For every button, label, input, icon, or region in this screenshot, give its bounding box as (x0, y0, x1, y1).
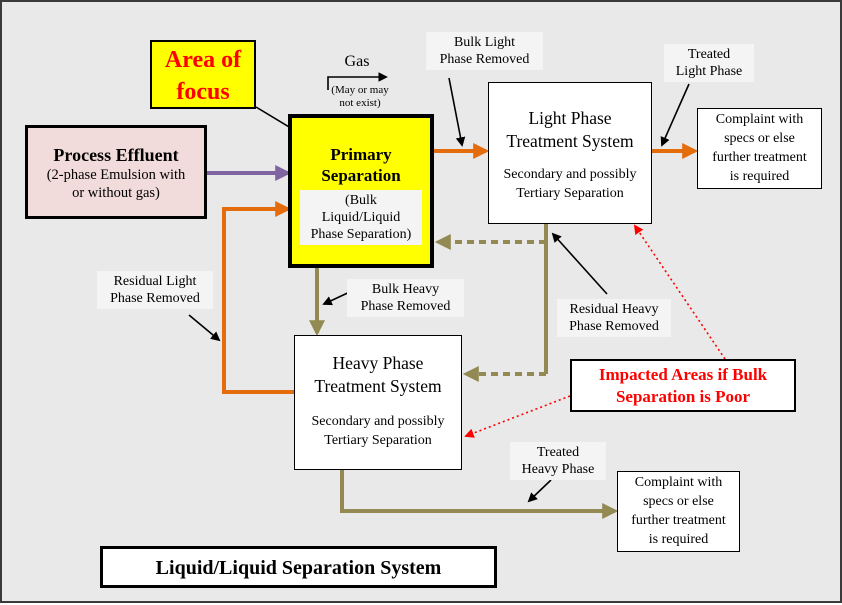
residual-heavy-label-2: Phase Removed (569, 319, 659, 334)
bulk-light-label: Bulk Light Phase Removed (426, 32, 543, 70)
gas-label: Gas (344, 53, 370, 70)
area-of-focus-box: Area of focus (150, 40, 256, 109)
treated-heavy-label-2: Heavy Phase (521, 462, 595, 477)
residual-light-flow-arrow (222, 201, 294, 394)
bulk-heavy-label-1: Bulk Heavy (371, 282, 440, 297)
impacted-light-pointer-arrow (633, 224, 726, 360)
primary-separation-title-1: Primary (330, 145, 392, 164)
gas-arrow (327, 72, 388, 90)
process-effluent-box: Process Effluent (2-phase Emulsion with … (25, 125, 207, 219)
complaint-top-line-1: Complaint with (715, 112, 804, 127)
residual-heavy-label: Residual Heavy Phase Removed (557, 299, 671, 337)
complaint-top-line-4: is required (729, 169, 790, 184)
impacted-areas-line-2: Separation is Poor (615, 387, 751, 406)
heavy-phase-treatment-box: Heavy Phase Treatment System Secondary a… (294, 335, 462, 470)
diagram-title-box: Liquid/Liquid Separation System (100, 546, 497, 588)
light-phase-title-2: Treatment System (506, 131, 634, 151)
complaint-bottom-line-3: further treatment (631, 513, 726, 528)
residual-light-pointer-arrow (188, 314, 221, 342)
primary-separation-sub-1: (Bulk (345, 193, 377, 208)
primary-separation-sub: (Bulk Liquid/Liquid Phase Separation) (300, 190, 422, 245)
complaint-bottom-line-2: specs or else (643, 494, 714, 509)
process-effluent-subtitle-1: (2-phase Emulsion with (46, 167, 186, 183)
bulk-light-label-1: Bulk Light (453, 35, 516, 50)
heavy-phase-title-2: Treatment System (314, 376, 442, 396)
light-phase-sub-1: Secondary and possibly (503, 167, 637, 182)
area-of-focus-line-1: Area of (164, 47, 242, 73)
bulk-light-label-2: Phase Removed (439, 52, 530, 67)
complaint-top-box: Complaint with specs or else further tre… (697, 108, 822, 189)
bulk-heavy-label-2: Phase Removed (360, 299, 451, 314)
complaint-top-line-2: specs or else (724, 131, 795, 146)
diagram-title: Liquid/Liquid Separation System (155, 557, 442, 579)
complaint-bottom-line-1: Complaint with (634, 475, 723, 490)
treated-light-label-2: Light Phase (675, 64, 743, 79)
impacted-areas-box: Impacted Areas if Bulk Separation is Poo… (570, 359, 796, 412)
residual-light-label-2: Phase Removed (110, 291, 200, 306)
treated-light-label: Treated Light Phase (664, 44, 754, 82)
bulk-light-pointer-arrow (448, 77, 466, 147)
treated-heavy-pointer-arrow (527, 479, 552, 503)
complaint-top-line-3: further treatment (712, 150, 807, 165)
primary-separation-sub-2: Liquid/Liquid (321, 210, 401, 225)
impacted-areas-line-1: Impacted Areas if Bulk (598, 365, 768, 384)
light-phase-sub-2: Tertiary Separation (516, 186, 624, 201)
gas-note: (May or may not exist) (320, 84, 400, 110)
treated-light-label-1: Treated (687, 47, 731, 62)
complaint-bottom-box: Complaint with specs or else further tre… (617, 471, 740, 552)
heavy-phase-sub-2: Tertiary Separation (324, 433, 432, 448)
treated-heavy-label: Treated Heavy Phase (510, 442, 606, 480)
light-phase-title-1: Light Phase (528, 108, 612, 128)
complaint-bottom-line-4: is required (648, 532, 709, 547)
gas-note-line-2: not exist) (339, 97, 381, 109)
process-effluent-title: Process Effluent (53, 145, 179, 165)
residual-heavy-pointer-arrow (551, 232, 608, 295)
treated-heavy-flow-arrow (340, 470, 619, 519)
treated-heavy-label-1: Treated (536, 445, 580, 460)
light-phase-treatment-box: Light Phase Treatment System Secondary a… (488, 82, 652, 224)
bulk-heavy-label: Bulk Heavy Phase Removed (347, 279, 464, 317)
treated-light-pointer-arrow (660, 83, 690, 147)
residual-light-label: Residual Light Phase Removed (97, 271, 213, 309)
gas-note-line-1: (May or may (331, 84, 389, 96)
residual-heavy-label-1: Residual Heavy (569, 302, 659, 317)
heavy-phase-sub-1: Secondary and possibly (311, 414, 445, 429)
residual-light-label-1: Residual Light (113, 274, 197, 289)
area-of-focus-line-2: focus (176, 79, 230, 105)
primary-separation-sub-3: Phase Separation) (310, 227, 412, 242)
impacted-heavy-pointer-arrow (464, 395, 571, 438)
process-effluent-subtitle-2: or without gas) (72, 185, 160, 201)
primary-separation-title-2: Separation (321, 166, 401, 185)
primary-separation-box: Primary Separation (Bulk Liquid/Liquid P… (288, 114, 434, 268)
heavy-phase-title-1: Heavy Phase (332, 353, 424, 373)
